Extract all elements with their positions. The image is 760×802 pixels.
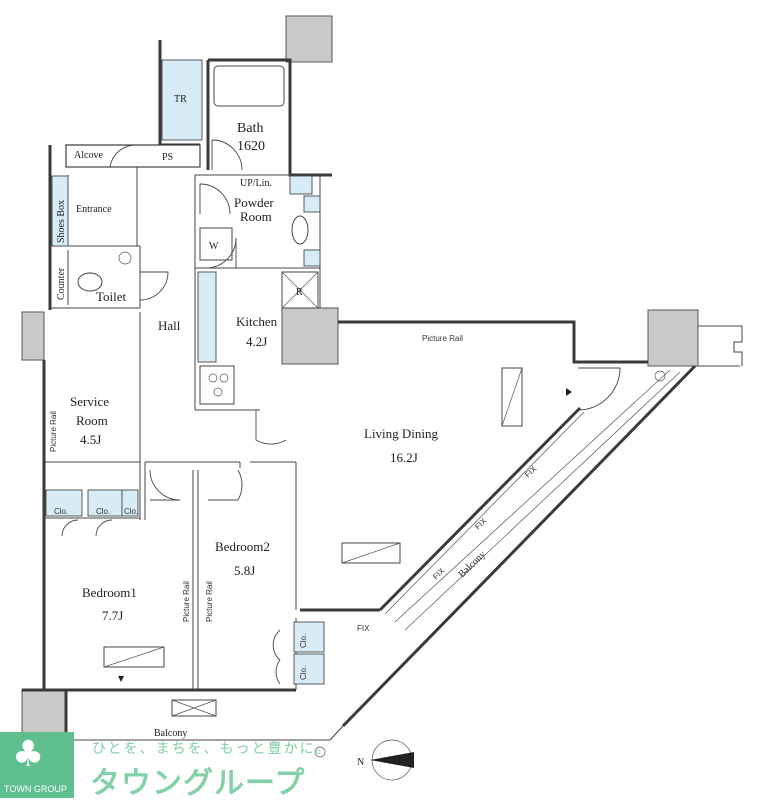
closet-service-2 — [87, 489, 123, 517]
label-powder: Powder — [234, 195, 274, 210]
pillar-bottom-left — [21, 689, 67, 737]
fix-label-3: FIX — [473, 516, 489, 532]
clo-label-3: Clo. — [124, 507, 138, 516]
toilet-fixture — [77, 272, 103, 292]
closet-bed2-1 — [293, 621, 325, 653]
pillar-kitchen — [281, 307, 339, 365]
label-bedroom2: Bedroom2 — [215, 539, 270, 554]
label-bedroom1: Bedroom1 — [82, 585, 137, 600]
label-ps: PS — [162, 152, 173, 163]
tree-icon: ♣ — [12, 734, 45, 775]
fix-label-2: FIX — [431, 566, 447, 582]
label-service-size: 4.5J — [80, 432, 101, 447]
north-compass: N — [357, 739, 414, 781]
label-hall: Hall — [158, 318, 181, 333]
powder-counter-2 — [303, 195, 321, 213]
label-alcove: Alcove — [74, 150, 103, 161]
doors — [61, 139, 621, 685]
window-marker-living — [566, 388, 572, 396]
logo-name: タウングループ — [90, 766, 306, 801]
label-fridge: R — [296, 287, 303, 298]
sink — [291, 215, 309, 245]
label-up-lin: UP/Lin. — [240, 178, 272, 189]
refrigerator — [281, 271, 319, 309]
label-living-size: 16.2J — [390, 450, 418, 465]
logo-group-text: TOWN GROUP — [4, 784, 67, 794]
powder-counter-3 — [303, 249, 321, 267]
compass-n-label: N — [357, 757, 364, 768]
label-powder-room: Room — [240, 209, 272, 224]
label-balcony-bottom: Balcony — [154, 728, 187, 739]
washer — [199, 227, 233, 261]
label-bedroom1-size: 7.7J — [102, 608, 123, 623]
label-shoes-box: Shoes Box — [56, 200, 67, 243]
closet-bed2-2 — [293, 653, 325, 685]
label-entrance: Entrance — [76, 204, 112, 215]
logo-tagline: ひとを、まちを、もっと豊かに。 — [92, 741, 332, 757]
picture-rail-living: Picture Rail — [422, 334, 463, 343]
label-counter: Counter — [56, 267, 67, 300]
label-kitchen: Kitchen — [236, 314, 278, 329]
label-bedroom2-size: 5.8J — [234, 563, 255, 578]
picture-rail-bedroom2: Picture Rail — [205, 581, 214, 622]
clo-label-4: Clo. — [299, 634, 308, 648]
pillar-right — [647, 309, 699, 367]
picture-rail-bedroom1: Picture Rail — [182, 581, 191, 622]
label-service-room: Room — [76, 413, 108, 428]
fix-label-4: FIX — [523, 464, 539, 480]
picture-rail-service: Picture Rail — [49, 411, 58, 452]
label-balcony-right: Balcony — [456, 549, 488, 580]
shoes-box — [51, 175, 69, 247]
balcony-vent — [171, 699, 217, 717]
label-service: Service — [70, 394, 109, 409]
label-bath: Bath — [237, 121, 263, 136]
interior-walls — [44, 144, 321, 690]
powder-counter-1 — [289, 175, 313, 195]
label-living: Living Dining — [364, 426, 439, 441]
stove — [199, 365, 235, 405]
kitchen-counter — [197, 271, 217, 363]
closet-service-3 — [121, 489, 139, 517]
label-bath-size: 1620 — [237, 139, 265, 154]
pillar-top — [285, 15, 333, 63]
label-tr: TR — [174, 94, 187, 105]
clo-label-5: Clo. — [299, 666, 308, 680]
clo-label-2: Clo. — [96, 507, 110, 516]
pillar-left-mid — [21, 311, 45, 361]
label-toilet: Toilet — [96, 289, 127, 304]
fix-label-1: FIX — [357, 624, 370, 633]
bathtub — [213, 65, 285, 107]
label-kitchen-size: 4.2J — [246, 334, 267, 349]
drain-top — [654, 370, 666, 382]
clo-label-1: Clo. — [54, 507, 68, 516]
hatch-bedroom1 — [103, 646, 165, 668]
label-washer: W — [209, 241, 219, 252]
closet-service-1 — [45, 489, 83, 517]
brand-logo: ♣ TOWN GROUP ひとを、まちを、もっと豊かに。 タウングループ — [0, 730, 330, 801]
window-marker-bedroom1 — [118, 676, 124, 682]
hatch-bedroom2 — [341, 542, 401, 564]
drain-bottom — [314, 746, 326, 758]
logo-mark: ♣ TOWN GROUP — [0, 732, 74, 798]
hatch-living — [501, 367, 523, 427]
tr-area — [161, 59, 203, 141]
